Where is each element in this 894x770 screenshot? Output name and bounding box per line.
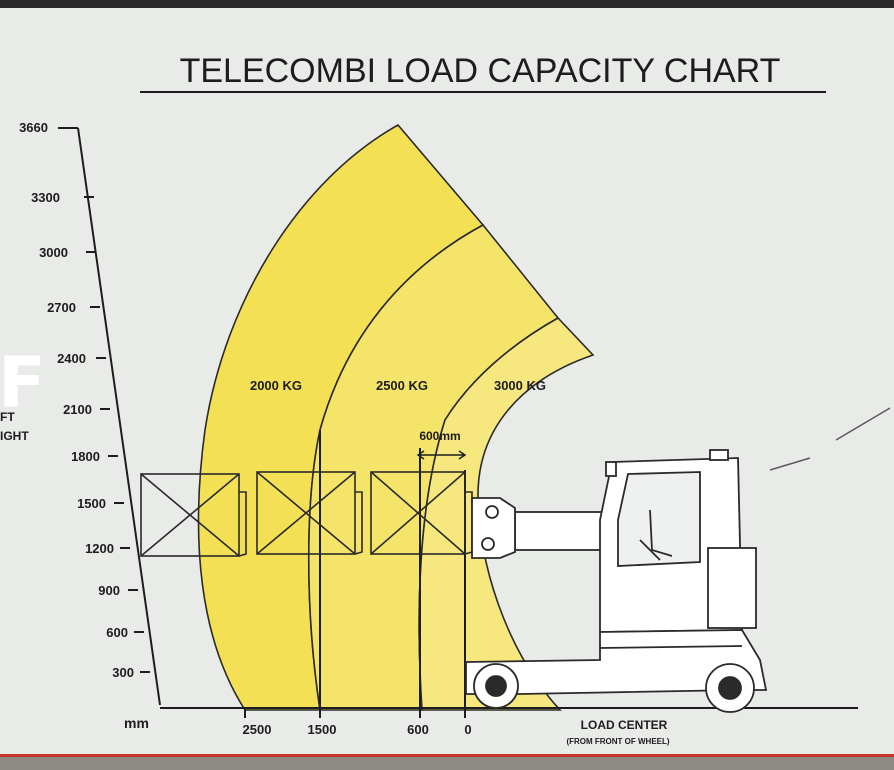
x-tick-labels: 2500 1500 600 0	[243, 722, 472, 737]
sign-bottom-stripe	[0, 754, 894, 757]
x-tick-label: 0	[464, 722, 471, 737]
carriage-pivot-bottom	[481, 537, 495, 551]
x-tick-label: 2500	[243, 722, 272, 737]
x-axis-subtitle: (FROM FRONT OF WHEEL)	[566, 737, 669, 746]
x-axis-title: LOAD CENTER	[581, 718, 668, 732]
scuff-mark	[769, 407, 891, 471]
y-tick-label: 900	[98, 583, 120, 598]
zone-3000kg-band	[418, 316, 595, 711]
pallet-box-1500	[256, 471, 363, 555]
y-tick-label: 1200	[85, 541, 114, 556]
sign-bottom-frame	[0, 757, 894, 770]
chassis-step	[599, 645, 743, 649]
load-pallets	[140, 471, 473, 557]
dimension-600mm	[416, 450, 467, 460]
overlay-glyph: F	[0, 342, 46, 424]
y-axis-label-fragment-2: IGHT	[0, 429, 29, 443]
x-tick-label: 600	[407, 722, 429, 737]
sign-top-frame	[0, 0, 894, 8]
y-tick-label: 3000	[39, 245, 68, 260]
rear-counterweight	[707, 547, 757, 629]
y-tick-label: 3660	[19, 120, 48, 135]
y-tick-label: 2400	[57, 351, 86, 366]
x-tick-label: 1500	[308, 722, 337, 737]
y-axis	[58, 127, 161, 706]
y-tick-label: 1500	[77, 496, 106, 511]
cab-seat	[639, 509, 673, 561]
cab-roof-light	[709, 449, 729, 461]
zone-label-3000kg: 3000 KG	[494, 378, 546, 393]
pallet-box-2500	[140, 473, 247, 557]
y-tick-label: 600	[106, 625, 128, 640]
forklift-illustration	[465, 449, 768, 713]
reach-boom	[514, 511, 606, 551]
y-tick-label: 1800	[71, 449, 100, 464]
dimension-label: 600mm	[419, 429, 460, 443]
cab-window	[617, 471, 701, 567]
front-wheel-hub	[485, 675, 507, 697]
pallet-box-600	[370, 471, 473, 555]
chart-title: TELECOMBI LOAD CAPACITY CHART	[180, 52, 781, 90]
y-tick-label: 2100	[63, 402, 92, 417]
y-tick-labels: 3660 3300 3000 2700 2400 2100 1800 1500 …	[19, 120, 134, 680]
y-tick-label: 2700	[47, 300, 76, 315]
side-mirror	[605, 461, 617, 477]
y-axis-label-fragment-1: FT	[0, 410, 15, 424]
y-tick-label: 3300	[31, 190, 60, 205]
zone-label-2000kg: 2000 KG	[250, 378, 302, 393]
y-tick-label: 300	[112, 665, 134, 680]
rear-wheel-hub	[718, 676, 742, 700]
y-axis-unit: mm	[124, 715, 149, 731]
zone-label-2500kg: 2500 KG	[376, 378, 428, 393]
carriage-pivot-top	[485, 505, 499, 519]
